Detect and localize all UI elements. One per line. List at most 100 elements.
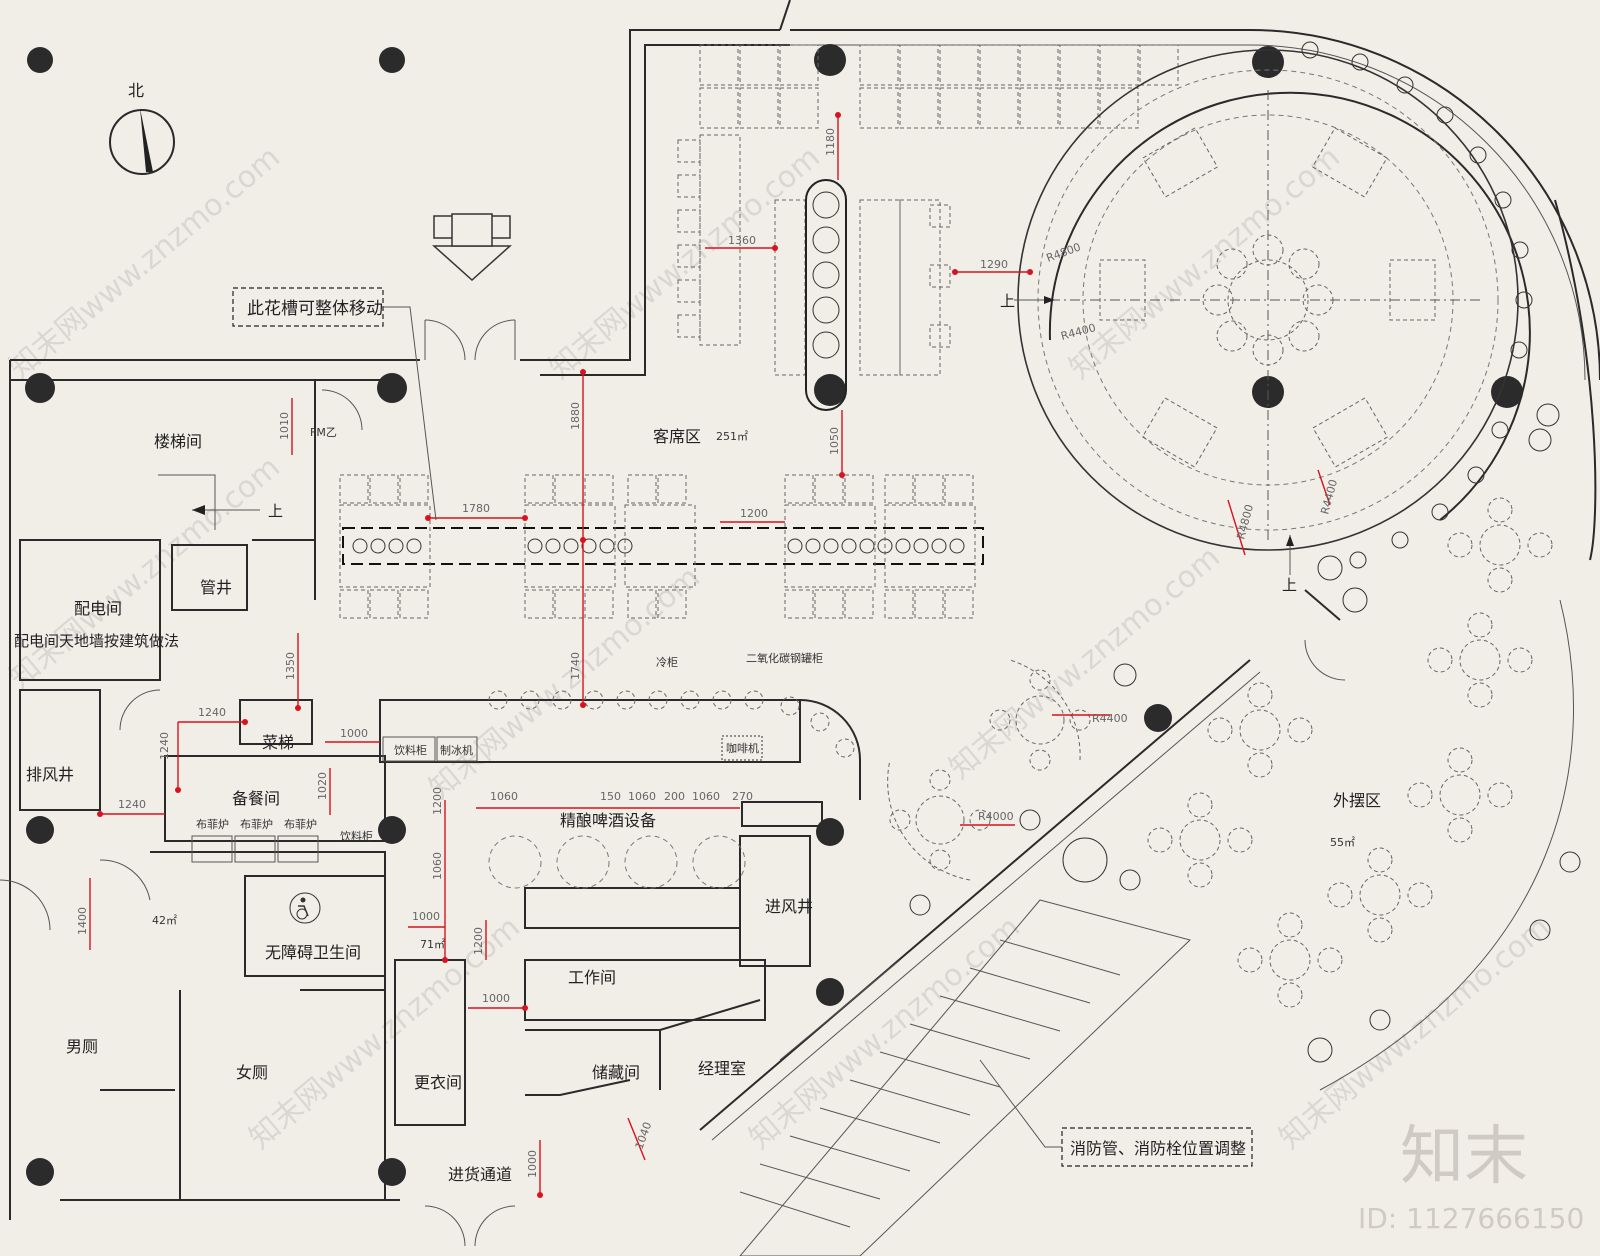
dim-24: 1200 (472, 927, 485, 955)
equip-beverage-cabinet: 饮料柜 (394, 743, 427, 757)
dim-5: 1780 (462, 502, 490, 515)
watermark-site-4: 知末网www.znzmo.com (3, 450, 287, 696)
watermark-site-1: 知末网www.znzmo.com (3, 140, 287, 386)
dim-14: 1740 (569, 652, 582, 680)
room-elec-note: 配电间天地墙按建筑做法 (14, 632, 179, 650)
room-storage: 储藏间 (592, 1063, 640, 1082)
equip-cloth-stove-3: 布菲炉 (284, 818, 317, 831)
dim-0: 1180 (824, 128, 837, 156)
shrub-ring (1301, 41, 1560, 569)
dim-19: 1060 (692, 790, 720, 803)
dim-10: 1240 (158, 732, 171, 760)
columns (25, 44, 1523, 1186)
radius-3: R4400 (1318, 478, 1340, 516)
bar-stools (488, 690, 855, 758)
dim-8: 1350 (284, 652, 297, 680)
watermark-site-2: 知末网www.znzmo.com (543, 140, 827, 386)
up-arrows: 上 上 上 (268, 292, 1297, 594)
room-manager: 经理室 (698, 1059, 746, 1078)
room-female-wc: 女厕 (236, 1063, 268, 1082)
watermark-site-5: 知末网www.znzmo.com (423, 560, 707, 806)
dim-13: 1240 (118, 798, 146, 811)
room-seating-area: 251㎡ (716, 430, 748, 443)
watermark-site-3: 知末网www.znzmo.com (1063, 140, 1347, 386)
room-pantry-area: 42㎡ (152, 914, 177, 927)
dim-21: 1200 (431, 787, 444, 815)
dim-4: 1880 (569, 402, 582, 430)
equip-cloth-stove-2: 布菲炉 (240, 818, 273, 831)
dim-11: 1000 (340, 727, 368, 740)
up-label-2: 上 (1282, 576, 1297, 594)
equip-coffee-machine: 咖啡机 (726, 741, 759, 755)
outdoor-tables (887, 497, 1553, 1008)
central-long-tables (339, 474, 984, 619)
dim-18: 200 (664, 790, 685, 803)
room-pantry: 备餐间 (232, 789, 280, 808)
upper-seating (677, 44, 1179, 376)
room-craft-beer: 精酿啤酒设备 (560, 811, 656, 830)
dim-15: 1060 (490, 790, 518, 803)
dim-17: 1060 (628, 790, 656, 803)
dim-28: 1040 (633, 1120, 655, 1151)
door-tag: FM乙 (310, 426, 337, 439)
room-workroom: 工作间 (568, 968, 616, 987)
room-labels: 楼梯间 客席区 251㎡ 配电间 配电间天地墙按建筑做法 管井 排风井 菜梯 备… (14, 427, 1381, 1184)
dim-3: 1010 (278, 412, 291, 440)
room-dumbwaiter: 菜梯 (262, 733, 294, 752)
room-kitchen-area: 71㎡ (420, 938, 445, 951)
room-outdoor-area: 55㎡ (1330, 836, 1355, 849)
dim-12: 1020 (316, 772, 329, 800)
dim-2: 1290 (980, 258, 1008, 271)
brand-id: ID: 1127666150 (1358, 1202, 1584, 1235)
equip-co2-cabinet: 二氧化碳钢罐柜 (746, 651, 823, 665)
radius-5: R4000 (978, 810, 1014, 823)
doors (0, 319, 1346, 1247)
radius-0: R4800 (1045, 240, 1083, 264)
dim-1: 1360 (728, 234, 756, 247)
room-intake: 进风井 (765, 897, 813, 916)
dim-20: 270 (732, 790, 753, 803)
dim-9: 1240 (198, 706, 226, 719)
room-stair: 楼梯间 (154, 432, 202, 451)
wheelchair-icon (289, 892, 321, 924)
outdoor-trees (909, 555, 1581, 1063)
dim-6: 1200 (740, 507, 768, 520)
room-exhaust: 排风井 (26, 765, 74, 784)
walls (9, 0, 1600, 1256)
north-label: 北 (128, 81, 144, 100)
dim-25: 1000 (482, 992, 510, 1005)
room-elec: 配电间 (74, 599, 122, 618)
up-label-0: 上 (1000, 292, 1015, 310)
dim-16: 150 (600, 790, 621, 803)
room-shaft: 管井 (200, 578, 232, 597)
exterior-stair (739, 939, 1121, 1228)
equip-cold-cabinet: 冷柜 (656, 656, 678, 669)
dim-7: 1050 (828, 427, 841, 455)
note-movable-planter-text: 此花槽可整体移动 (247, 299, 383, 319)
room-male-wc: 男厕 (66, 1037, 98, 1056)
note-movable-planter: 此花槽可整体移动 (232, 287, 437, 521)
brand-logo: 知末 (1400, 1120, 1528, 1194)
movable-planter-oval (805, 179, 847, 411)
brand-watermark: 知末 ID: 1127666150 (1358, 1120, 1584, 1235)
interior-stair (158, 474, 260, 530)
equip-ice-maker: 制冰机 (440, 743, 473, 757)
equip-beverage-cabinet-2: 饮料柜 (340, 829, 373, 843)
round-dining (1017, 49, 1531, 551)
room-seating: 客席区 (653, 427, 701, 446)
dim-22: 1060 (431, 852, 444, 880)
dim-26: 1400 (76, 907, 89, 935)
watermark-site-6: 知末网www.znzmo.com (943, 540, 1227, 786)
note-fire-pipe: 消防管、消防栓位置调整 (979, 1059, 1253, 1167)
dim-27: 1000 (526, 1150, 539, 1178)
radius-2: R4800 (1234, 503, 1256, 541)
note-fire-pipe-text: 消防管、消防栓位置调整 (1070, 1139, 1246, 1158)
radius-4: R4400 (1092, 712, 1128, 725)
room-delivery: 进货通道 (448, 1165, 512, 1184)
dimension-lines (89, 112, 1331, 1198)
watermark-site-8: 知末网www.znzmo.com (743, 910, 1027, 1156)
equipment-labels: 饮料柜 制冰机 冷柜 二氧化碳钢罐柜 咖啡机 布菲炉 布菲炉 布菲炉 饮料柜 F… (191, 426, 823, 863)
room-locker: 更衣间 (414, 1073, 462, 1092)
up-label-1: 上 (268, 502, 283, 520)
